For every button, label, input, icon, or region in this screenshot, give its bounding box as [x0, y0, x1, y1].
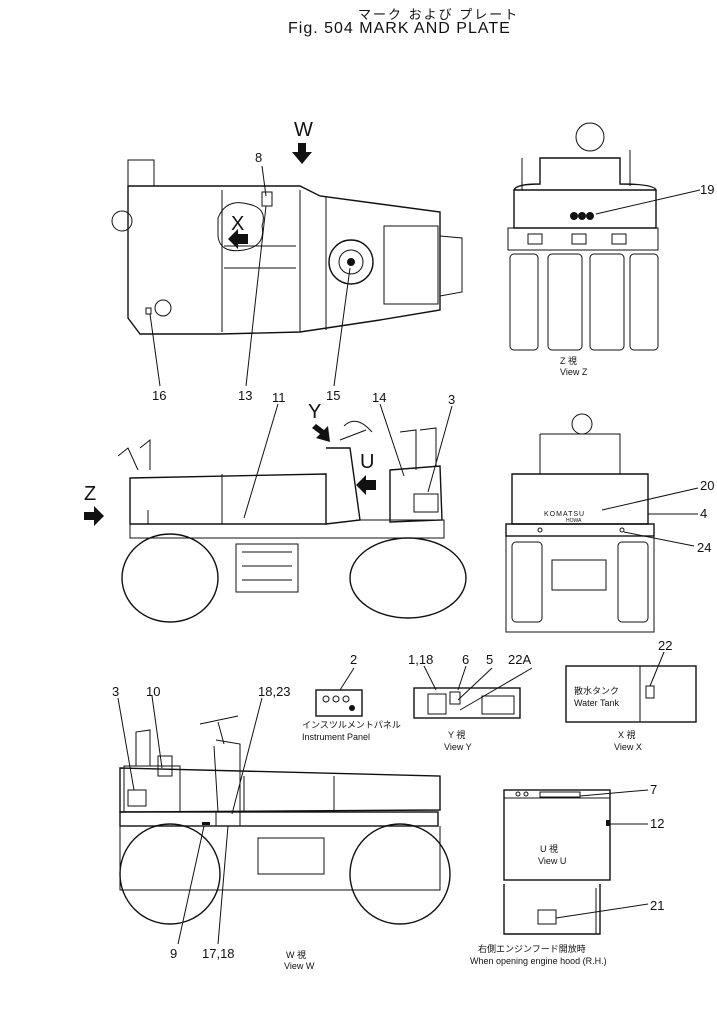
arrow-w-label: W — [294, 119, 313, 141]
callout-21: 21 — [650, 898, 664, 913]
engine-hood-caption: When opening engine hood (R.H.) — [470, 956, 607, 966]
instrument-panel-view: インスツルメントパネル Instrument Panel — [302, 689, 401, 742]
callout-19: 19 — [700, 182, 714, 197]
water-tank-label-jp: 散水タンク — [574, 685, 619, 696]
callout-3-side: 3 — [448, 392, 455, 407]
view-z: Z 視 View Z — [507, 122, 659, 377]
callout-11: 11 — [272, 390, 286, 405]
view-z-caption: View Z — [560, 367, 588, 377]
instrument-caption: Instrument Panel — [302, 732, 370, 742]
view-w-caption: View W — [284, 961, 315, 971]
callout-20: 20 — [700, 478, 714, 493]
callout-3-w: 3 — [112, 684, 119, 699]
view-y-caption-jp: Y 視 — [448, 729, 465, 740]
view-x-caption-jp: X 視 — [618, 729, 636, 740]
callout-12: 12 — [650, 816, 664, 831]
callout-8: 8 — [255, 150, 262, 165]
callout-18-23: 18,23 — [258, 684, 291, 699]
view-z-caption-jp: Z 視 — [560, 355, 577, 366]
instrument-caption-jp: インスツルメントパネル — [302, 720, 401, 730]
engine-hood-caption-jp: 右側エンジンフード開放時 — [478, 943, 586, 954]
engine-hood-view: 右側エンジンフード開放時 When opening engine hood (R… — [470, 884, 607, 966]
view-u-caption: View U — [538, 856, 566, 866]
view-y-caption: View Y — [444, 742, 472, 752]
view-w-caption-jp: W 視 — [286, 949, 306, 960]
callout-13: 13 — [238, 388, 252, 403]
callout-24: 24 — [697, 540, 711, 555]
callout-22: 22 — [658, 638, 672, 653]
callout-7: 7 — [650, 782, 657, 797]
callout-15: 15 — [326, 388, 340, 403]
figure-title: Fig. 504 MARK AND PLATE — [288, 20, 511, 37]
view-y: Y 視 View Y — [413, 687, 521, 752]
brand-plate-subtext: HOWA — [566, 518, 582, 524]
water-tank-label: Water Tank — [574, 698, 620, 708]
callout-5: 5 — [486, 652, 493, 667]
callout-22a: 22A — [508, 652, 531, 667]
arrow-x-label: X — [231, 213, 244, 235]
figure-title-japanese: マーク および プレート — [358, 7, 520, 22]
arrow-z-label: Z — [84, 483, 96, 505]
callout-16: 16 — [152, 388, 166, 403]
view-x: 散水タンク Water Tank X 視 View X — [565, 665, 697, 752]
view-x-caption: View X — [614, 742, 642, 752]
rear-view: KOMATSU HOWA — [505, 413, 655, 633]
leader-lines — [117, 165, 701, 945]
callout-9: 9 — [170, 946, 177, 961]
arrow-u-label: U — [360, 451, 374, 473]
callout-2: 2 — [350, 652, 357, 667]
callout-numbers: 8 19 16 13 15 11 14 3 20 4 24 2 1,18 6 5… — [112, 150, 714, 961]
view-u: U 視 View U — [503, 789, 611, 881]
callout-10: 10 — [146, 684, 160, 699]
top-view: W X — [111, 119, 463, 335]
callout-6: 6 — [462, 652, 469, 667]
view-u-caption-jp: U 視 — [540, 843, 558, 854]
view-w: W 視 View W — [119, 715, 451, 971]
callout-14: 14 — [372, 390, 386, 405]
callout-4: 4 — [700, 506, 707, 521]
callout-17-18: 17,18 — [202, 946, 235, 961]
brand-plate-text: KOMATSU — [544, 511, 585, 518]
callout-1-18: 1,18 — [408, 652, 433, 667]
side-view: Z Y U — [84, 401, 467, 623]
arrow-y-label: Y — [308, 401, 321, 423]
